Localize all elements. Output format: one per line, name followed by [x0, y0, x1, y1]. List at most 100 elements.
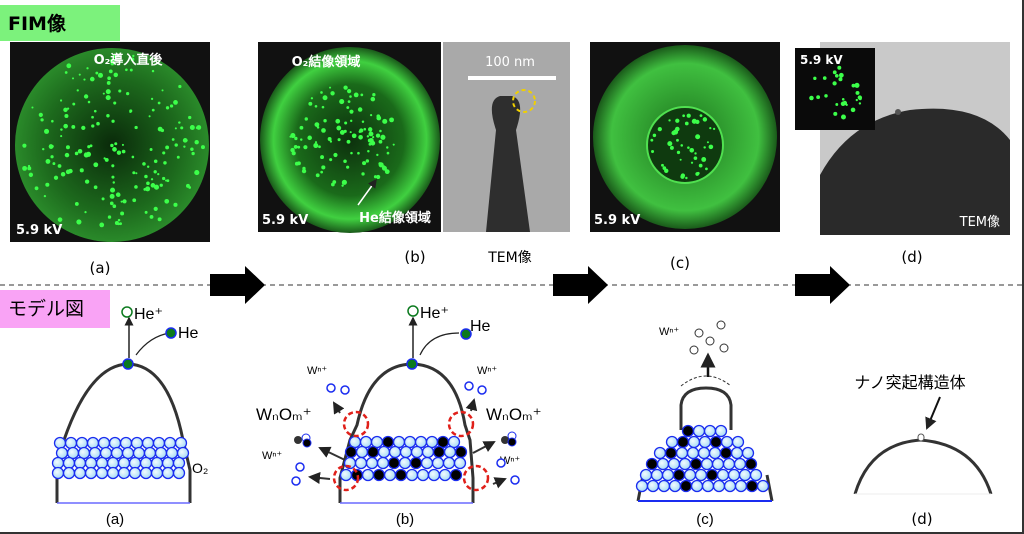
- fim-spot: [343, 159, 347, 163]
- fim-spot: [112, 54, 116, 59]
- fim-spot: [157, 101, 161, 105]
- model-b-oxide-left: WₙOₘ⁺: [256, 405, 312, 424]
- oxide-atom: [672, 468, 686, 482]
- fim-spot: [117, 218, 121, 222]
- fim-spot: [104, 157, 109, 162]
- fim-spot: [159, 183, 163, 187]
- oxide-atom: [409, 456, 423, 470]
- fim-spot: [310, 97, 314, 100]
- model-c: Wⁿ⁺ (c): [635, 320, 774, 528]
- model-b-oxide-right: WₙOₘ⁺: [486, 405, 542, 424]
- oxide-atom: [745, 479, 759, 493]
- fim-b-annotation: He結像領域: [359, 210, 431, 226]
- fim-spot: [313, 143, 319, 149]
- atom: [661, 468, 675, 482]
- oxide-atom: [387, 456, 401, 470]
- fim-spot: [386, 146, 389, 149]
- atom: [66, 446, 80, 460]
- atom: [708, 446, 722, 460]
- atom: [738, 468, 752, 482]
- fim-spot: [379, 129, 382, 133]
- atom: [51, 466, 65, 480]
- fim-spot: [351, 133, 357, 139]
- fim-spot: [323, 118, 327, 123]
- atom: [665, 435, 679, 449]
- fim-spot: [166, 179, 170, 183]
- fim-spot: [180, 126, 184, 130]
- atom: [734, 479, 748, 493]
- atom: [678, 457, 692, 471]
- fim-spot: [667, 141, 673, 147]
- fim-spot: [851, 83, 856, 88]
- atom: [656, 457, 670, 471]
- fim-spot: [64, 113, 69, 118]
- fim-spot: [71, 125, 76, 129]
- atom: [427, 468, 441, 482]
- atom: [756, 479, 770, 493]
- fim-spot: [126, 91, 130, 96]
- atom: [653, 446, 667, 460]
- fim-spot: [157, 126, 163, 132]
- fim-spot: [669, 145, 674, 150]
- atom: [370, 435, 384, 449]
- fim-spot: [153, 206, 158, 211]
- fim-spot: [302, 166, 306, 171]
- fim-spot: [370, 140, 376, 146]
- fim-spot: [838, 77, 843, 82]
- fim-spot: [685, 176, 688, 180]
- fim-spot: [122, 199, 127, 204]
- fim-spot: [676, 138, 679, 142]
- fim-spot: [119, 222, 123, 226]
- atom: [355, 445, 369, 459]
- fim-spot: [74, 202, 79, 206]
- arrow-icon: [357, 178, 377, 206]
- fim-spot: [188, 186, 192, 189]
- fim-spot: [706, 141, 709, 144]
- fim-spot: [336, 125, 342, 131]
- atom: [711, 457, 725, 471]
- fim-spot: [316, 126, 320, 129]
- atom: [650, 468, 664, 482]
- fim-spot: [293, 144, 298, 149]
- fim-spot: [76, 219, 82, 225]
- fim-spot: [695, 172, 700, 176]
- fim-spot: [112, 204, 117, 209]
- fim-spot: [329, 158, 333, 162]
- fim-spot: [132, 171, 136, 175]
- atom: [106, 466, 120, 480]
- fim-spot: [110, 143, 114, 148]
- fim-spot: [57, 164, 62, 168]
- fim-spot: [824, 94, 828, 98]
- fim-spot: [832, 70, 837, 75]
- fim-spot: [344, 121, 348, 125]
- fim-spot: [144, 210, 148, 214]
- fim-spot: [188, 115, 192, 120]
- fim-caption-a: (a): [90, 259, 111, 277]
- fim-spot: [189, 125, 195, 131]
- atom: [84, 466, 98, 480]
- atom: [703, 424, 717, 438]
- atom: [132, 446, 146, 460]
- fim-spot: [858, 97, 862, 101]
- atom: [73, 466, 87, 480]
- atom: [700, 457, 714, 471]
- model-b-w-ion-left-bottom: Wⁿ⁺: [262, 450, 282, 462]
- fim-section-label: FIM像: [0, 5, 120, 41]
- fim-spot: [178, 121, 181, 124]
- atom: [690, 479, 704, 493]
- fim-spot: [694, 152, 697, 155]
- fim-spot: [651, 150, 655, 154]
- fim-spot: [97, 72, 104, 78]
- atom: [731, 435, 745, 449]
- fim-spot: [38, 112, 43, 117]
- fim-spot: [134, 185, 138, 189]
- atom: [399, 445, 413, 459]
- fim-spot: [45, 182, 50, 187]
- atom: [97, 436, 111, 450]
- fim-spot: [333, 152, 338, 158]
- fim-spot: [360, 93, 364, 97]
- fim-spot: [195, 126, 199, 130]
- fim-spot: [303, 145, 308, 150]
- fim-caption-b: (b): [404, 248, 425, 266]
- atom: [697, 446, 711, 460]
